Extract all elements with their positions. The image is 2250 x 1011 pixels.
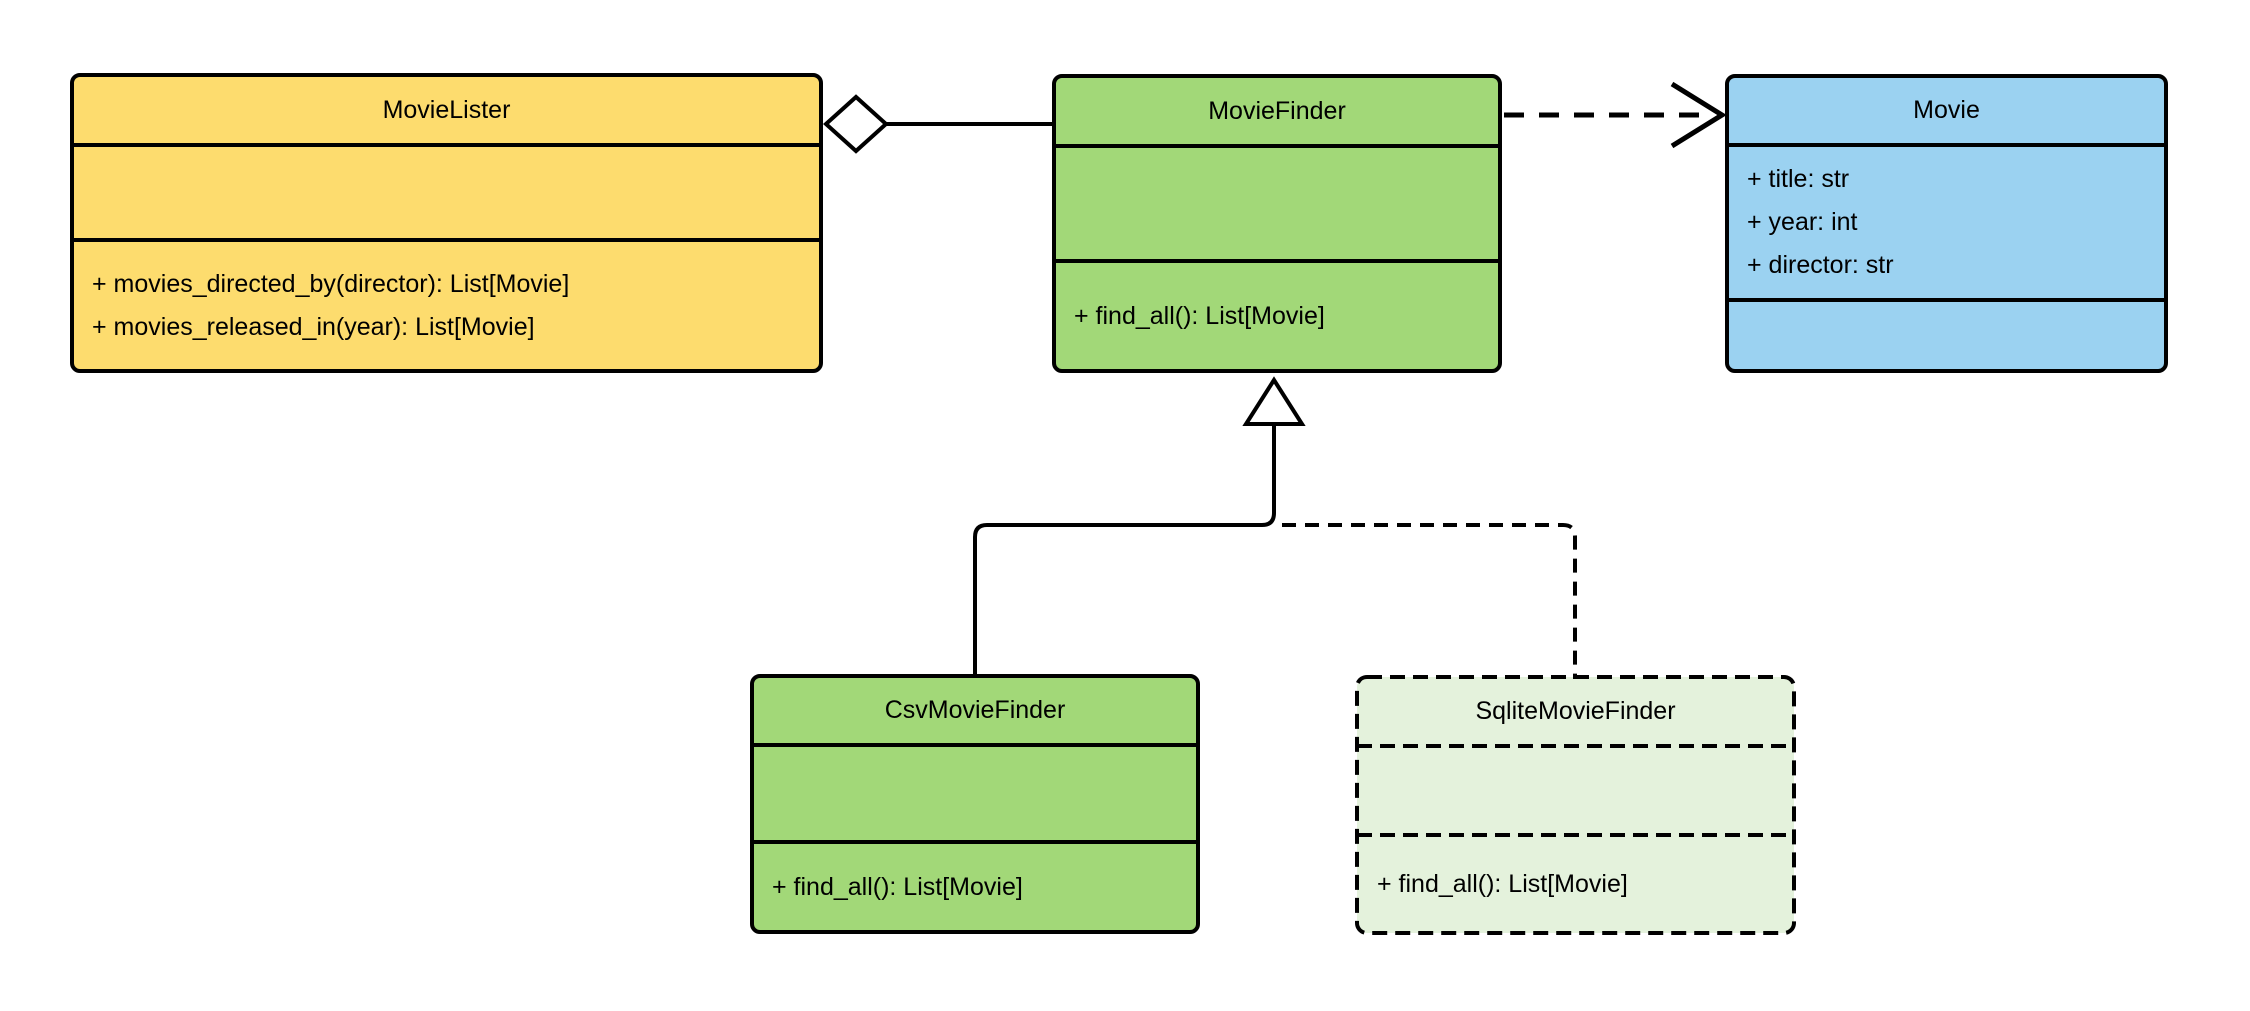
method-item: + find_all(): List[Movie] xyxy=(772,872,1023,901)
attribute-item: + title: str xyxy=(1747,165,1850,193)
methods-compartment: + movies_directed_by(director): List[Mov… xyxy=(74,242,819,369)
class-box-movielister: MovieLister + movies_directed_by(directo… xyxy=(70,73,823,373)
generalization-line-sqlite xyxy=(1282,523,1577,679)
class-name: SqliteMovieFinder xyxy=(1475,697,1676,725)
attribute-item: + year: int xyxy=(1747,208,1858,236)
class-name: MovieFinder xyxy=(1056,78,1498,148)
attribute-item: + director: str xyxy=(1747,251,1894,279)
attributes-compartment xyxy=(74,147,819,242)
attributes-compartment xyxy=(1056,148,1498,263)
class-box-moviefinder: MovieFinder + find_all(): List[Movie] xyxy=(1052,74,1502,373)
method-item: + find_all(): List[Movie] xyxy=(1377,869,1628,898)
methods-compartment: + find_all(): List[Movie] xyxy=(1359,837,1792,931)
method-item: + movies_directed_by(director): List[Mov… xyxy=(92,269,570,298)
methods-compartment xyxy=(1729,302,2164,369)
class-box-movie: Movie + title: str + year: int + directo… xyxy=(1725,74,2168,373)
dependency-arrowhead xyxy=(1670,81,1727,149)
class-box-csvmoviefinder: CsvMovieFinder + find_all(): List[Movie] xyxy=(750,674,1200,934)
method-item: + movies_released_in(year): List[Movie] xyxy=(92,312,535,341)
attributes-compartment xyxy=(1359,748,1792,837)
methods-compartment: + find_all(): List[Movie] xyxy=(754,844,1196,930)
class-box-sqlitemoviefinder: SqliteMovieFinder + find_all(): List[Mov… xyxy=(1355,675,1796,935)
attributes-compartment: + title: str + year: int + director: str xyxy=(1729,147,2164,302)
methods-compartment: + find_all(): List[Movie] xyxy=(1056,263,1498,369)
class-name: Movie xyxy=(1729,78,2164,147)
aggregation-diamond xyxy=(823,94,889,154)
method-item: + find_all(): List[Movie] xyxy=(1074,301,1325,330)
generalization-line-csv xyxy=(973,424,1276,677)
class-name: MovieLister xyxy=(74,77,819,147)
attributes-compartment xyxy=(754,747,1196,844)
class-name: CsvMovieFinder xyxy=(754,678,1196,747)
generalization-triangle xyxy=(1242,376,1306,426)
